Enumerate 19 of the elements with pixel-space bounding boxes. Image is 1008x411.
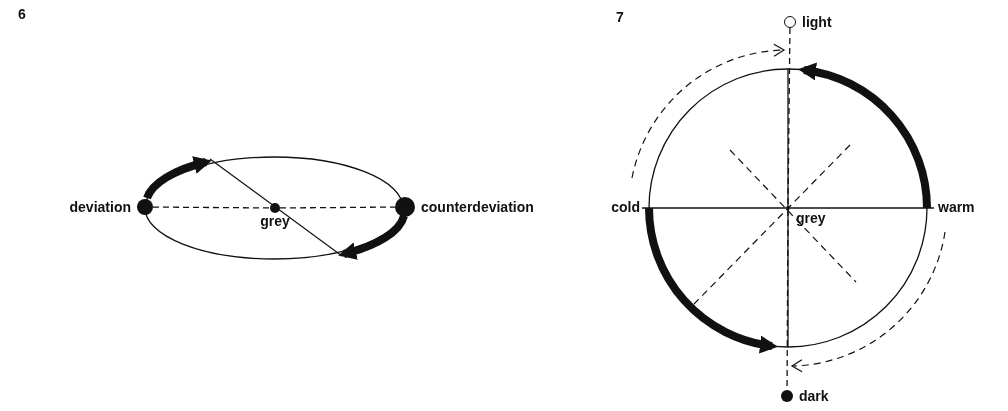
axis-label: grey <box>260 213 290 229</box>
arrow <box>645 207 778 353</box>
connector-line <box>789 207 935 209</box>
axis-label: counterdeviation <box>421 199 534 215</box>
figure-number: 7 <box>616 9 624 25</box>
axis-label: light <box>802 14 832 30</box>
axis-label: deviation <box>69 199 131 215</box>
arrow <box>338 214 408 260</box>
arrow <box>798 63 931 209</box>
axis-label: dark <box>799 388 829 404</box>
figure-number: 6 <box>18 6 26 22</box>
connector-line <box>641 207 787 209</box>
axis-label: warm <box>938 199 975 215</box>
axis-label: cold <box>611 199 640 215</box>
connector-line <box>279 206 396 209</box>
arrow <box>143 156 212 200</box>
connector-line <box>787 27 791 207</box>
connector-line <box>152 206 271 209</box>
axis-label: grey <box>796 210 826 226</box>
